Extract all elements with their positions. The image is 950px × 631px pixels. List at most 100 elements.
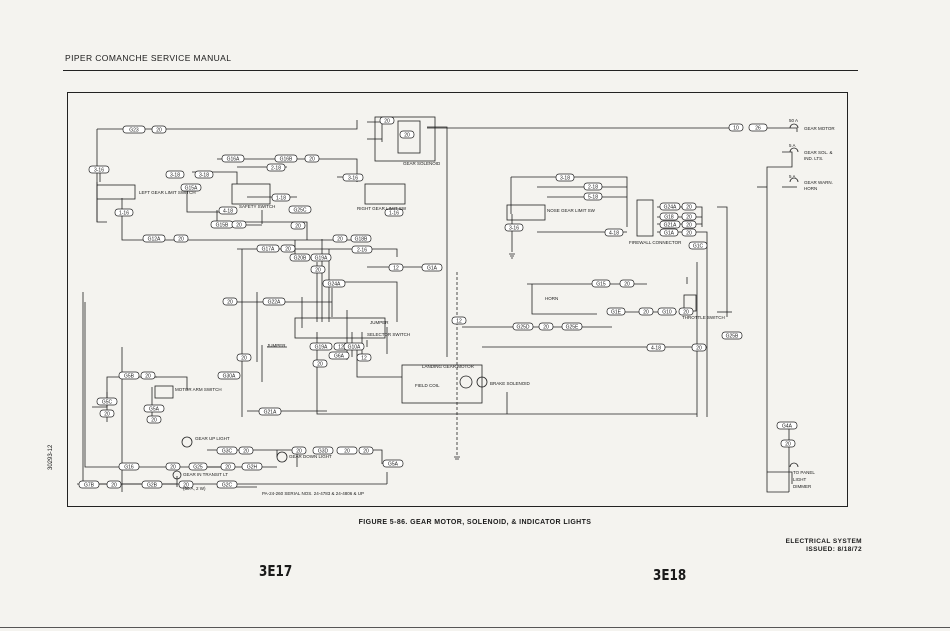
wire-code: 3-18 (170, 173, 180, 179)
solenoid-coil (397, 120, 421, 154)
dimmer-icon (789, 462, 799, 468)
wire-code: 20 (543, 325, 549, 331)
label-firewall-connector: FIREWALL CONNECTOR (629, 240, 682, 245)
wire-code: 20 (696, 346, 702, 352)
wire-code: 20 (683, 310, 689, 316)
label-to-panel: TO PANEL (793, 470, 815, 475)
wire-code: 20 (686, 215, 692, 221)
wire-code: 20 (225, 465, 231, 471)
wire-code: 4-18 (609, 231, 619, 237)
wire-code: 3-16 (94, 168, 104, 174)
label-transit-light: GEAR IN TRANSIT LT (183, 472, 228, 477)
wire-code: 3-16 (509, 226, 519, 232)
wire-code: G17A (262, 247, 275, 253)
wire-code: G30A (223, 374, 236, 380)
label-gear-up-light: GEAR UP LIGHT (195, 436, 230, 441)
wire-code: G15A (185, 186, 198, 192)
wire-code: 12 (338, 345, 344, 351)
bottom-rule (0, 627, 950, 628)
diagram-frame (67, 92, 848, 507)
label-gear-down-light: GEAR DOWN LIGHT (289, 454, 332, 459)
label-left-gear-switch: LEFT GEAR LIMIT SWITCH (139, 190, 196, 195)
label-cb-motor: 50 A (789, 118, 798, 123)
label-field-coil: FIELD COIL (415, 383, 440, 388)
label-selector-switch: SELECTOR SWITCH (367, 332, 410, 337)
wire-code: 26 (755, 126, 761, 132)
wire-code: 20 (686, 231, 692, 237)
wire-code: 1-18 (276, 196, 286, 202)
wire-code: 20 (363, 449, 369, 455)
nose-gear-switch (506, 204, 546, 221)
transit-lamp-icon (172, 470, 182, 480)
wire-code: 2-18 (271, 166, 281, 172)
wire-code: 3-16 (348, 176, 358, 182)
wire-code: G5A (149, 407, 160, 413)
wire-code: 20 (686, 205, 692, 211)
wire-code: 20 (643, 310, 649, 316)
label-landing-gear-motor: LANDING GEAR MOTOR (422, 364, 475, 369)
header-rule (63, 70, 858, 71)
wire-code: 20 (145, 374, 151, 380)
wire-code: G23 (129, 128, 139, 134)
wire-code: 20 (178, 237, 184, 243)
wire-code: G22A (268, 300, 281, 306)
page-number-right: 3E18 (653, 566, 687, 584)
wire-code: 4-18 (651, 346, 661, 352)
wire-code: G24A (664, 205, 677, 211)
wire-code: 20 (404, 133, 410, 139)
wire-code: 20 (337, 237, 343, 243)
wire-code: G1C (693, 244, 704, 250)
wire-code: G2H (247, 465, 258, 471)
label-gear-sol: GEAR SOL. & (804, 150, 833, 155)
label-gear-solenoid: GEAR SOLENOID (403, 161, 441, 166)
gear-solenoid (374, 116, 436, 162)
wire-code: G25B (726, 334, 739, 340)
wire-code: G1A (427, 266, 438, 272)
firewall-connector (636, 199, 654, 237)
wire-code: 20 (170, 465, 176, 471)
wire-code: G7B (84, 483, 95, 489)
wire-code: G2B (147, 483, 158, 489)
wire-code: G3D (318, 449, 329, 455)
ground-icon (509, 253, 515, 259)
wire-code: G25D (516, 325, 529, 331)
wire-code: G5A (388, 462, 399, 468)
label-nose-gear-switch: NOSE GEAR LIMIT SW (547, 208, 596, 213)
wire-code: 3-18 (560, 176, 570, 182)
label-gear-warn: GEAR WARN. (804, 180, 833, 185)
section-name: ELECTRICAL SYSTEM (785, 538, 862, 545)
wire-code: G21A (664, 223, 677, 229)
breaker-icon (789, 123, 799, 129)
left-gear-switch (96, 184, 136, 200)
wire-code: G25C (293, 208, 306, 214)
wire-code: 20 (309, 157, 315, 163)
wire-code: 20 (156, 128, 162, 134)
safety-switch (231, 183, 271, 205)
right-gear-switch (364, 183, 406, 205)
wire-code: 20 (111, 483, 117, 489)
page-number-left: 3E17 (259, 562, 293, 580)
wire-code: 20 (296, 449, 302, 455)
wire-code: G4A (782, 424, 793, 430)
label-ind-lts: IND. LTS. (804, 156, 823, 161)
wire-code: 20 (624, 282, 630, 288)
wire-code: G1A (664, 231, 675, 237)
gear-down-lamp-icon (276, 451, 288, 463)
brake-icon (476, 376, 488, 388)
label-throttle-switch: THROTTLE SWITCH (682, 315, 725, 320)
wire-code: 1-16 (389, 211, 399, 217)
wire-code: G18B (355, 237, 368, 243)
gear-up-lamp-icon (181, 436, 193, 448)
label-horn: HORN (545, 296, 558, 301)
wire-code: G5C (102, 400, 113, 406)
label-dimmer: DIMMER (793, 484, 812, 489)
wire-code: G21A (264, 410, 277, 416)
wire-code: 20 (241, 356, 247, 362)
label-jumper-top: JUMPER (370, 320, 389, 325)
wire-code: 20 (317, 362, 323, 368)
label-transit-light-spec: (50 A, 2 W) (183, 486, 206, 491)
wire-code: G3C (222, 449, 233, 455)
ground-icon (454, 456, 460, 460)
wire-code: 12 (456, 319, 462, 325)
wire-code: G2C (222, 483, 233, 489)
